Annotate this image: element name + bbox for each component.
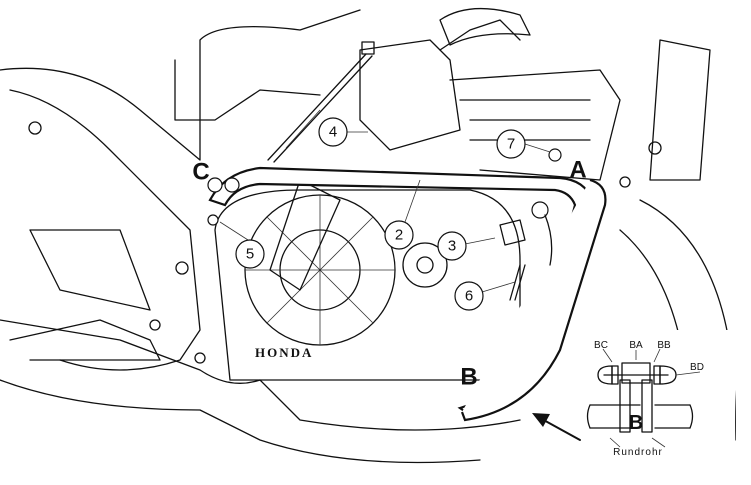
detail-label-ba: BA — [629, 340, 643, 351]
detail-label-bd: BD — [690, 362, 704, 373]
detail-label-b: B — [629, 412, 643, 434]
engine-brand-text: HONDA — [255, 345, 313, 360]
detail-inset-b: B BC BA BB BD Rundrohr — [585, 330, 735, 460]
direction-arrow — [532, 413, 581, 441]
callout-2: 2 — [384, 220, 414, 250]
crash-bar — [207, 148, 607, 422]
callout-3: 3 — [437, 231, 467, 261]
mount-point-b: B — [460, 364, 477, 391]
svg-text:4: 4 — [329, 124, 337, 141]
svg-text:6: 6 — [465, 288, 473, 305]
long-bolt — [267, 41, 375, 163]
mount-point-a: A — [569, 157, 586, 184]
svg-text:5: 5 — [246, 246, 254, 263]
callout-5: 5 — [235, 239, 265, 269]
motorcycle-frame-drawing — [0, 7, 736, 464]
detail-label-bc: BC — [594, 340, 608, 351]
callout-6: 6 — [454, 281, 484, 311]
detail-label-bb: BB — [657, 340, 671, 351]
svg-text:3: 3 — [448, 238, 456, 255]
leader-lines — [219, 131, 551, 293]
mount-point-c: C — [192, 159, 209, 186]
callout-4: 4 — [318, 117, 348, 147]
svg-text:2: 2 — [395, 227, 403, 244]
callout-7: 7 — [496, 129, 526, 159]
svg-text:7: 7 — [507, 136, 515, 153]
detail-caption: Rundrohr — [613, 447, 663, 458]
